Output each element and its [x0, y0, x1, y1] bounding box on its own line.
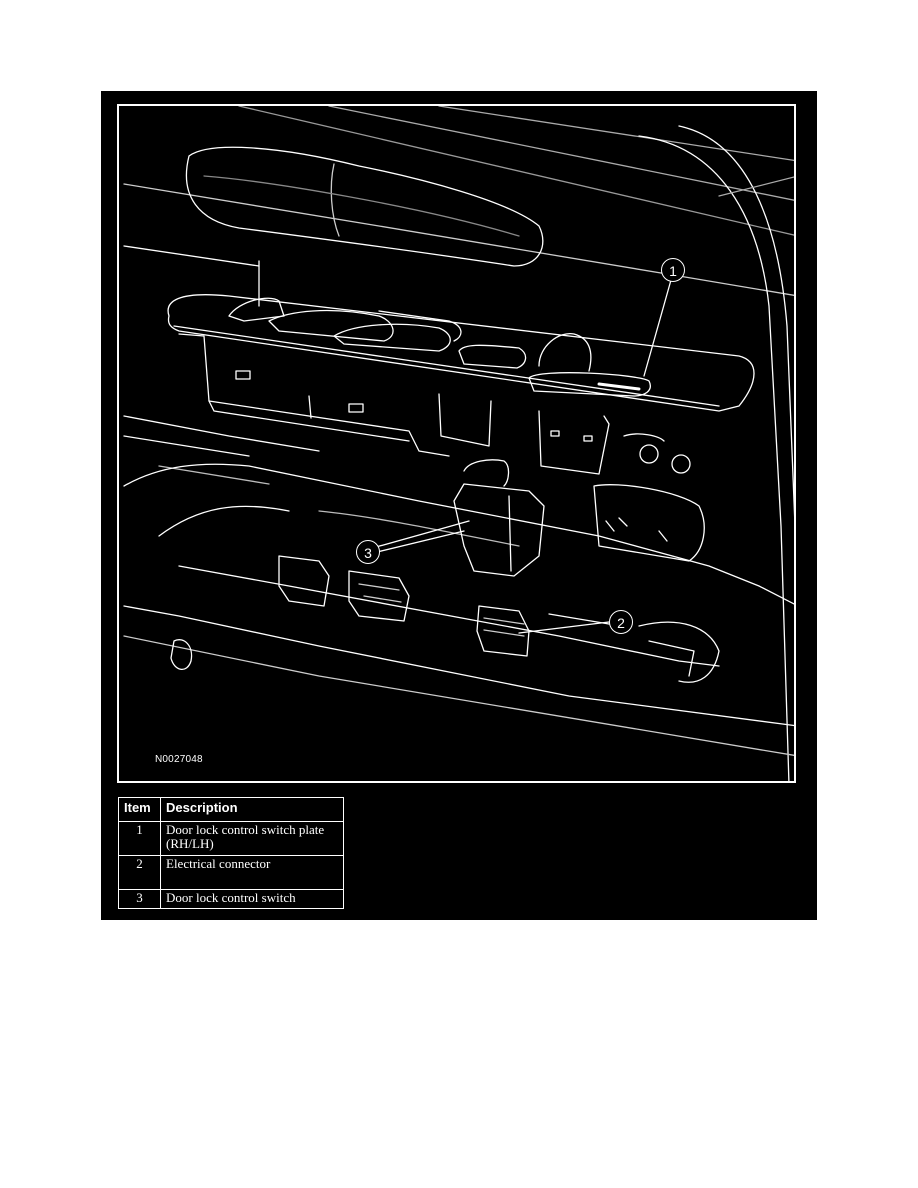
item-description: Electrical connector — [160, 855, 344, 890]
callout-3: 3 — [356, 540, 380, 564]
item-description: Door lock control switch — [160, 889, 344, 909]
table-row: 2 Electrical connector — [118, 855, 344, 890]
legend-table: Item Description 1 Door lock control swi… — [118, 797, 344, 909]
illustration-frame: 1 3 2 N0027048 — [117, 104, 796, 783]
legend-header-row: Item Description — [118, 797, 344, 822]
table-row: 3 Door lock control switch — [118, 889, 344, 909]
table-row: 1 Door lock control switch plate (RH/LH) — [118, 821, 344, 856]
callout-2: 2 — [609, 610, 633, 634]
figure-panel: 1 3 2 N0027048 Item Description 1 Door l… — [101, 91, 817, 920]
callout-1: 1 — [661, 258, 685, 282]
header-description: Description — [160, 797, 344, 822]
item-description: Door lock control switch plate (RH/LH) — [160, 821, 344, 856]
item-number: 1 — [118, 821, 161, 856]
item-number: 2 — [118, 855, 161, 890]
item-number: 3 — [118, 889, 161, 909]
door-panel-illustration — [123, 106, 794, 781]
header-item: Item — [118, 797, 161, 822]
figure-id-label: N0027048 — [155, 754, 203, 765]
